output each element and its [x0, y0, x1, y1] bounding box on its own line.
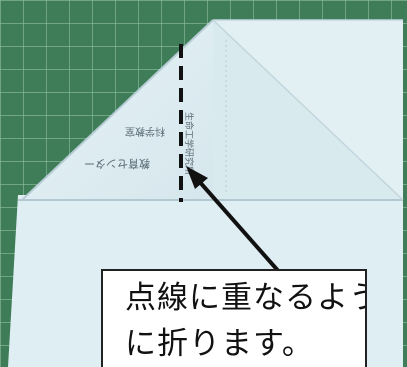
instruction-callout: 点線に重なるよう に折ります。 — [101, 269, 367, 367]
arrow-head — [186, 166, 208, 189]
callout-text-line-2: に折ります。 — [125, 326, 314, 362]
paper-print-1: 教育センター — [84, 157, 150, 171]
paper-printed-text: 教育センター 科学教室 生命工学研究所 — [84, 112, 195, 175]
arrow-shaft — [196, 178, 290, 284]
callout-text-line-1: 点線に重なるよう — [125, 280, 367, 316]
fold-edge-right — [212, 19, 404, 201]
paper-print-2: 科学教室 — [125, 125, 165, 138]
paper-print-3: 生命工学研究所 — [183, 112, 195, 175]
